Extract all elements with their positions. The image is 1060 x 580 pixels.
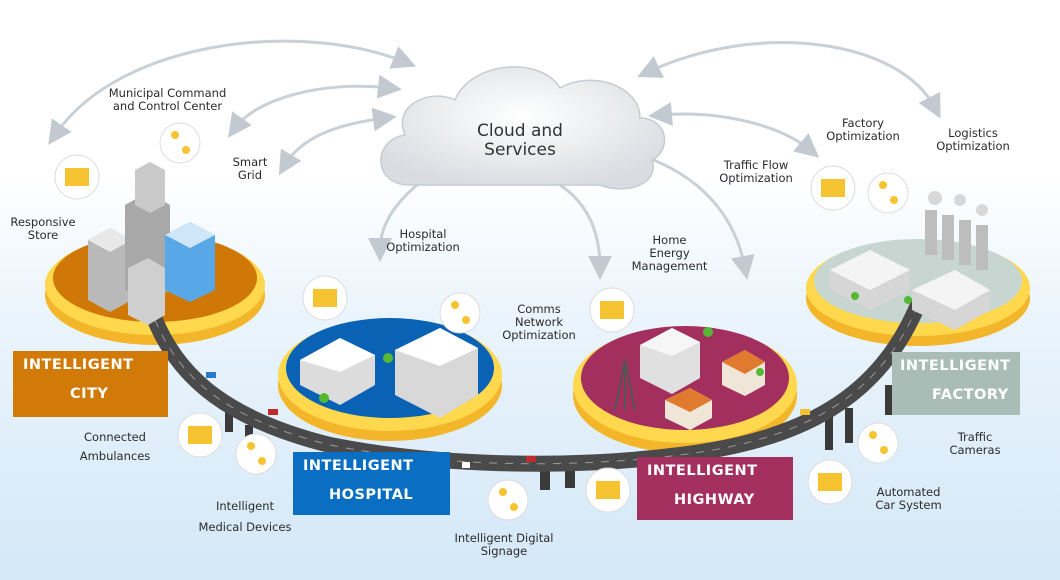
district-factory-line1: INTELLIGENT: [900, 358, 1011, 374]
highway-buildings: [614, 327, 765, 430]
district-hospital: INTELLIGENT HOSPITAL: [293, 452, 450, 515]
district-factory: INTELLIGENT FACTORY: [892, 352, 1020, 415]
dots-icon: [159, 122, 201, 164]
district-city-line2: CITY: [70, 386, 109, 402]
city-buildings: [88, 162, 215, 325]
box-icon: [54, 154, 100, 200]
box-icon: [807, 459, 853, 505]
label-hospital-opt: Hospital Optimization: [386, 227, 460, 254]
label-responsive-store: Responsive Store: [10, 215, 76, 242]
label-medical: Intelligent Medical Devices: [198, 499, 292, 534]
dots-icon: [867, 172, 909, 214]
hospital-buildings: [300, 328, 478, 418]
label-comms: Comms Network Optimization: [502, 302, 576, 342]
label-car-system: Automated Car System: [875, 485, 942, 512]
box-icon: [585, 467, 631, 513]
label-home-energy: Home Energy Management: [631, 233, 708, 273]
dots-icon: [487, 479, 529, 521]
elevated-road: [147, 292, 928, 472]
callout-box-icons: [54, 154, 856, 513]
label-municipal: Municipal Command and Control Center: [108, 86, 227, 113]
label-ambulances: Connected Ambulances: [79, 430, 151, 463]
dots-icon: [235, 433, 277, 475]
arrow-home-energy: [559, 183, 612, 280]
district-hospital-line1: INTELLIGENT: [303, 458, 414, 474]
vehicles: [206, 372, 810, 468]
arrow-smart-grid: [278, 107, 397, 176]
district-hospital-line2: HOSPITAL: [329, 487, 414, 503]
cloud-label: Cloud and Services: [477, 121, 563, 160]
cloud-shape: [380, 66, 666, 190]
district-factory-line2: FACTORY: [932, 387, 1009, 403]
arrow-logistics: [637, 41, 941, 119]
arrow-factory: [648, 102, 820, 158]
arrow-city-outer: [48, 39, 417, 145]
box-icon: [589, 287, 635, 333]
district-highway-line2: HIGHWAY: [674, 492, 755, 508]
callout-dot-icons: [159, 122, 909, 521]
dots-icon: [439, 292, 481, 334]
district-highway-line1: INTELLIGENT: [647, 463, 758, 479]
factory-buildings: [830, 191, 990, 330]
label-signage: Intelligent Digital Signage: [454, 531, 554, 558]
district-highway: INTELLIGENT HIGHWAY: [637, 457, 793, 520]
box-icon: [302, 275, 348, 321]
box-icon: [177, 412, 223, 458]
district-city: INTELLIGENT CITY: [13, 351, 168, 417]
label-traffic-flow: Traffic Flow Optimization: [719, 158, 793, 185]
arrow-municipal: [228, 74, 402, 138]
arrow-traffic: [639, 153, 755, 280]
box-icon: [810, 165, 856, 211]
dots-icon: [857, 422, 899, 464]
label-smart-grid: Smart Grid: [232, 155, 268, 182]
label-logistics: Logistics Optimization: [936, 126, 1010, 153]
district-city-line1: INTELLIGENT: [23, 357, 134, 373]
connection-arrows: [48, 39, 941, 280]
label-traffic-cameras: Traffic Cameras: [949, 430, 1001, 457]
label-factory-opt: Factory Optimization: [826, 116, 900, 143]
